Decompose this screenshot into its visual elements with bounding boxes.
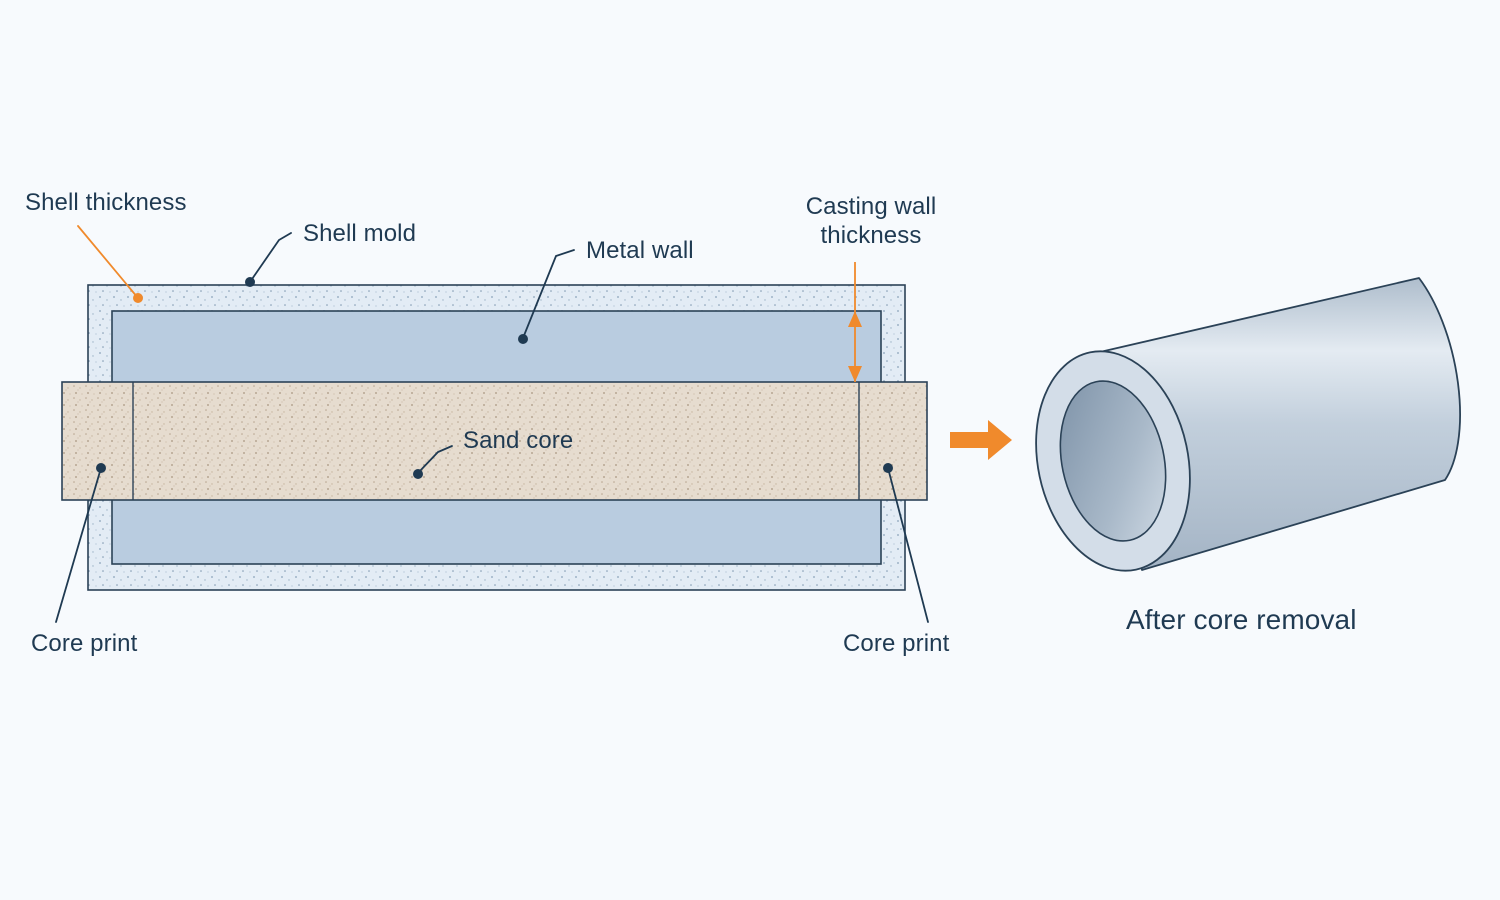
pipe-body bbox=[1099, 277, 1461, 571]
label-core-print-left: Core print bbox=[31, 630, 138, 657]
leader-sand-core bbox=[417, 445, 453, 474]
dot-shell-mold bbox=[245, 277, 255, 287]
sand-core-body bbox=[61, 381, 928, 501]
dot-metal-wall bbox=[518, 334, 528, 344]
leader-shell-mold bbox=[249, 232, 292, 283]
dot-sand-core bbox=[413, 469, 423, 479]
label-casting-wall-thickness-line2: thickness bbox=[820, 222, 922, 249]
label-after-core-removal: After core removal bbox=[1126, 604, 1357, 635]
label-core-print-right: Core print bbox=[843, 630, 950, 657]
label-sand-core: Sand core bbox=[463, 427, 574, 454]
leader-core-print-left bbox=[55, 467, 102, 623]
label-shell-mold: Shell mold bbox=[303, 220, 417, 247]
pipe-inner-bore bbox=[1059, 380, 1167, 542]
leader-shell-thickness bbox=[77, 225, 139, 299]
double-headed-dimension-arrow-icon bbox=[848, 262, 862, 382]
leader-metal-wall bbox=[522, 249, 575, 339]
dot-core-print-left bbox=[96, 463, 106, 473]
orange-process-arrow-icon bbox=[950, 420, 1012, 460]
label-metal-wall: Metal wall bbox=[586, 237, 694, 264]
dot-shell-thickness bbox=[133, 293, 143, 303]
hollow-pipe-illustration bbox=[1035, 277, 1461, 572]
label-casting-wall-thickness-line1: Casting wall bbox=[805, 193, 937, 220]
label-casting-wall-thickness: Casting wall thickness bbox=[781, 192, 961, 250]
dot-core-print-right bbox=[883, 463, 893, 473]
leader-core-print-right bbox=[887, 467, 929, 623]
label-shell-thickness: Shell thickness bbox=[25, 189, 187, 216]
